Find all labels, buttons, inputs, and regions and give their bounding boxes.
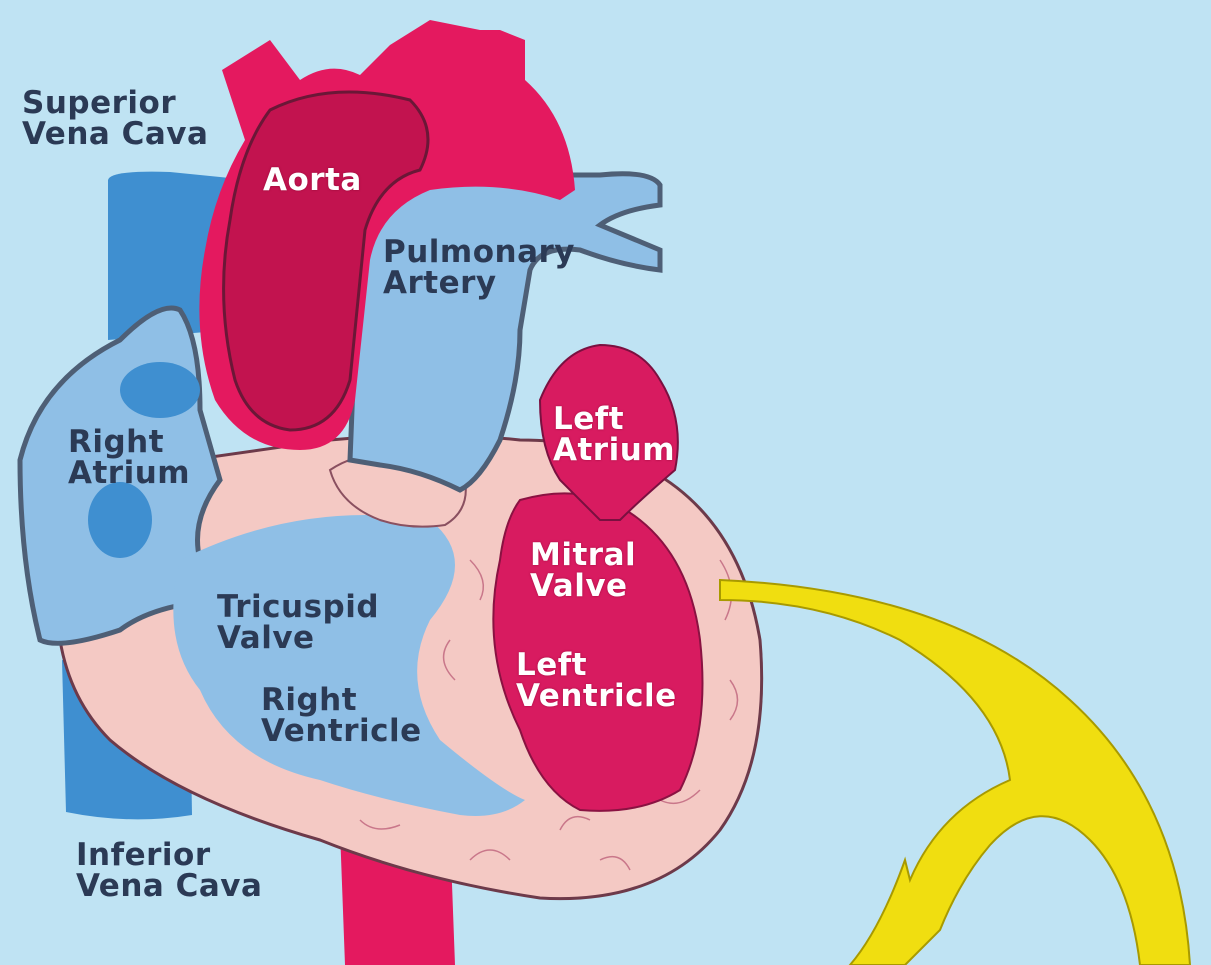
label-aorta: Aorta xyxy=(263,165,362,196)
pointer-arrow xyxy=(720,580,1190,965)
label-line: Left xyxy=(516,650,677,681)
label-line: Right xyxy=(68,427,190,458)
label-line: Vena Cava xyxy=(22,119,208,150)
right-atrium-opening xyxy=(120,362,200,418)
label-line: Pulmonary xyxy=(383,237,575,268)
label-left-atrium: Left Atrium xyxy=(553,404,675,466)
label-tricuspid-valve: Tricuspid Valve xyxy=(217,592,379,654)
label-line: Artery xyxy=(383,268,575,299)
label-line: Valve xyxy=(530,571,636,602)
label-line: Atrium xyxy=(68,458,190,489)
label-mitral-valve: Mitral Valve xyxy=(530,540,636,602)
right-atrium-opening xyxy=(88,482,152,558)
label-superior-vena-cava: Superior Vena Cava xyxy=(22,88,208,150)
label-line: Inferior xyxy=(76,840,262,871)
label-line: Tricuspid xyxy=(217,592,379,623)
label-line: Ventricle xyxy=(516,681,677,712)
label-line: Left xyxy=(553,404,675,435)
label-line: Ventricle xyxy=(261,716,422,747)
label-line: Vena Cava xyxy=(76,871,262,902)
label-line: Superior xyxy=(22,88,208,119)
label-left-ventricle: Left Ventricle xyxy=(516,650,677,712)
label-line: Mitral xyxy=(530,540,636,571)
label-line: Atrium xyxy=(553,435,675,466)
label-line: Valve xyxy=(217,623,379,654)
label-pulmonary-artery: Pulmonary Artery xyxy=(383,237,575,299)
label-right-ventricle: Right Ventricle xyxy=(261,685,422,747)
label-line: Aorta xyxy=(263,165,362,196)
label-inferior-vena-cava: Inferior Vena Cava xyxy=(76,840,262,902)
label-line: Right xyxy=(261,685,422,716)
label-right-atrium: Right Atrium xyxy=(68,427,190,489)
